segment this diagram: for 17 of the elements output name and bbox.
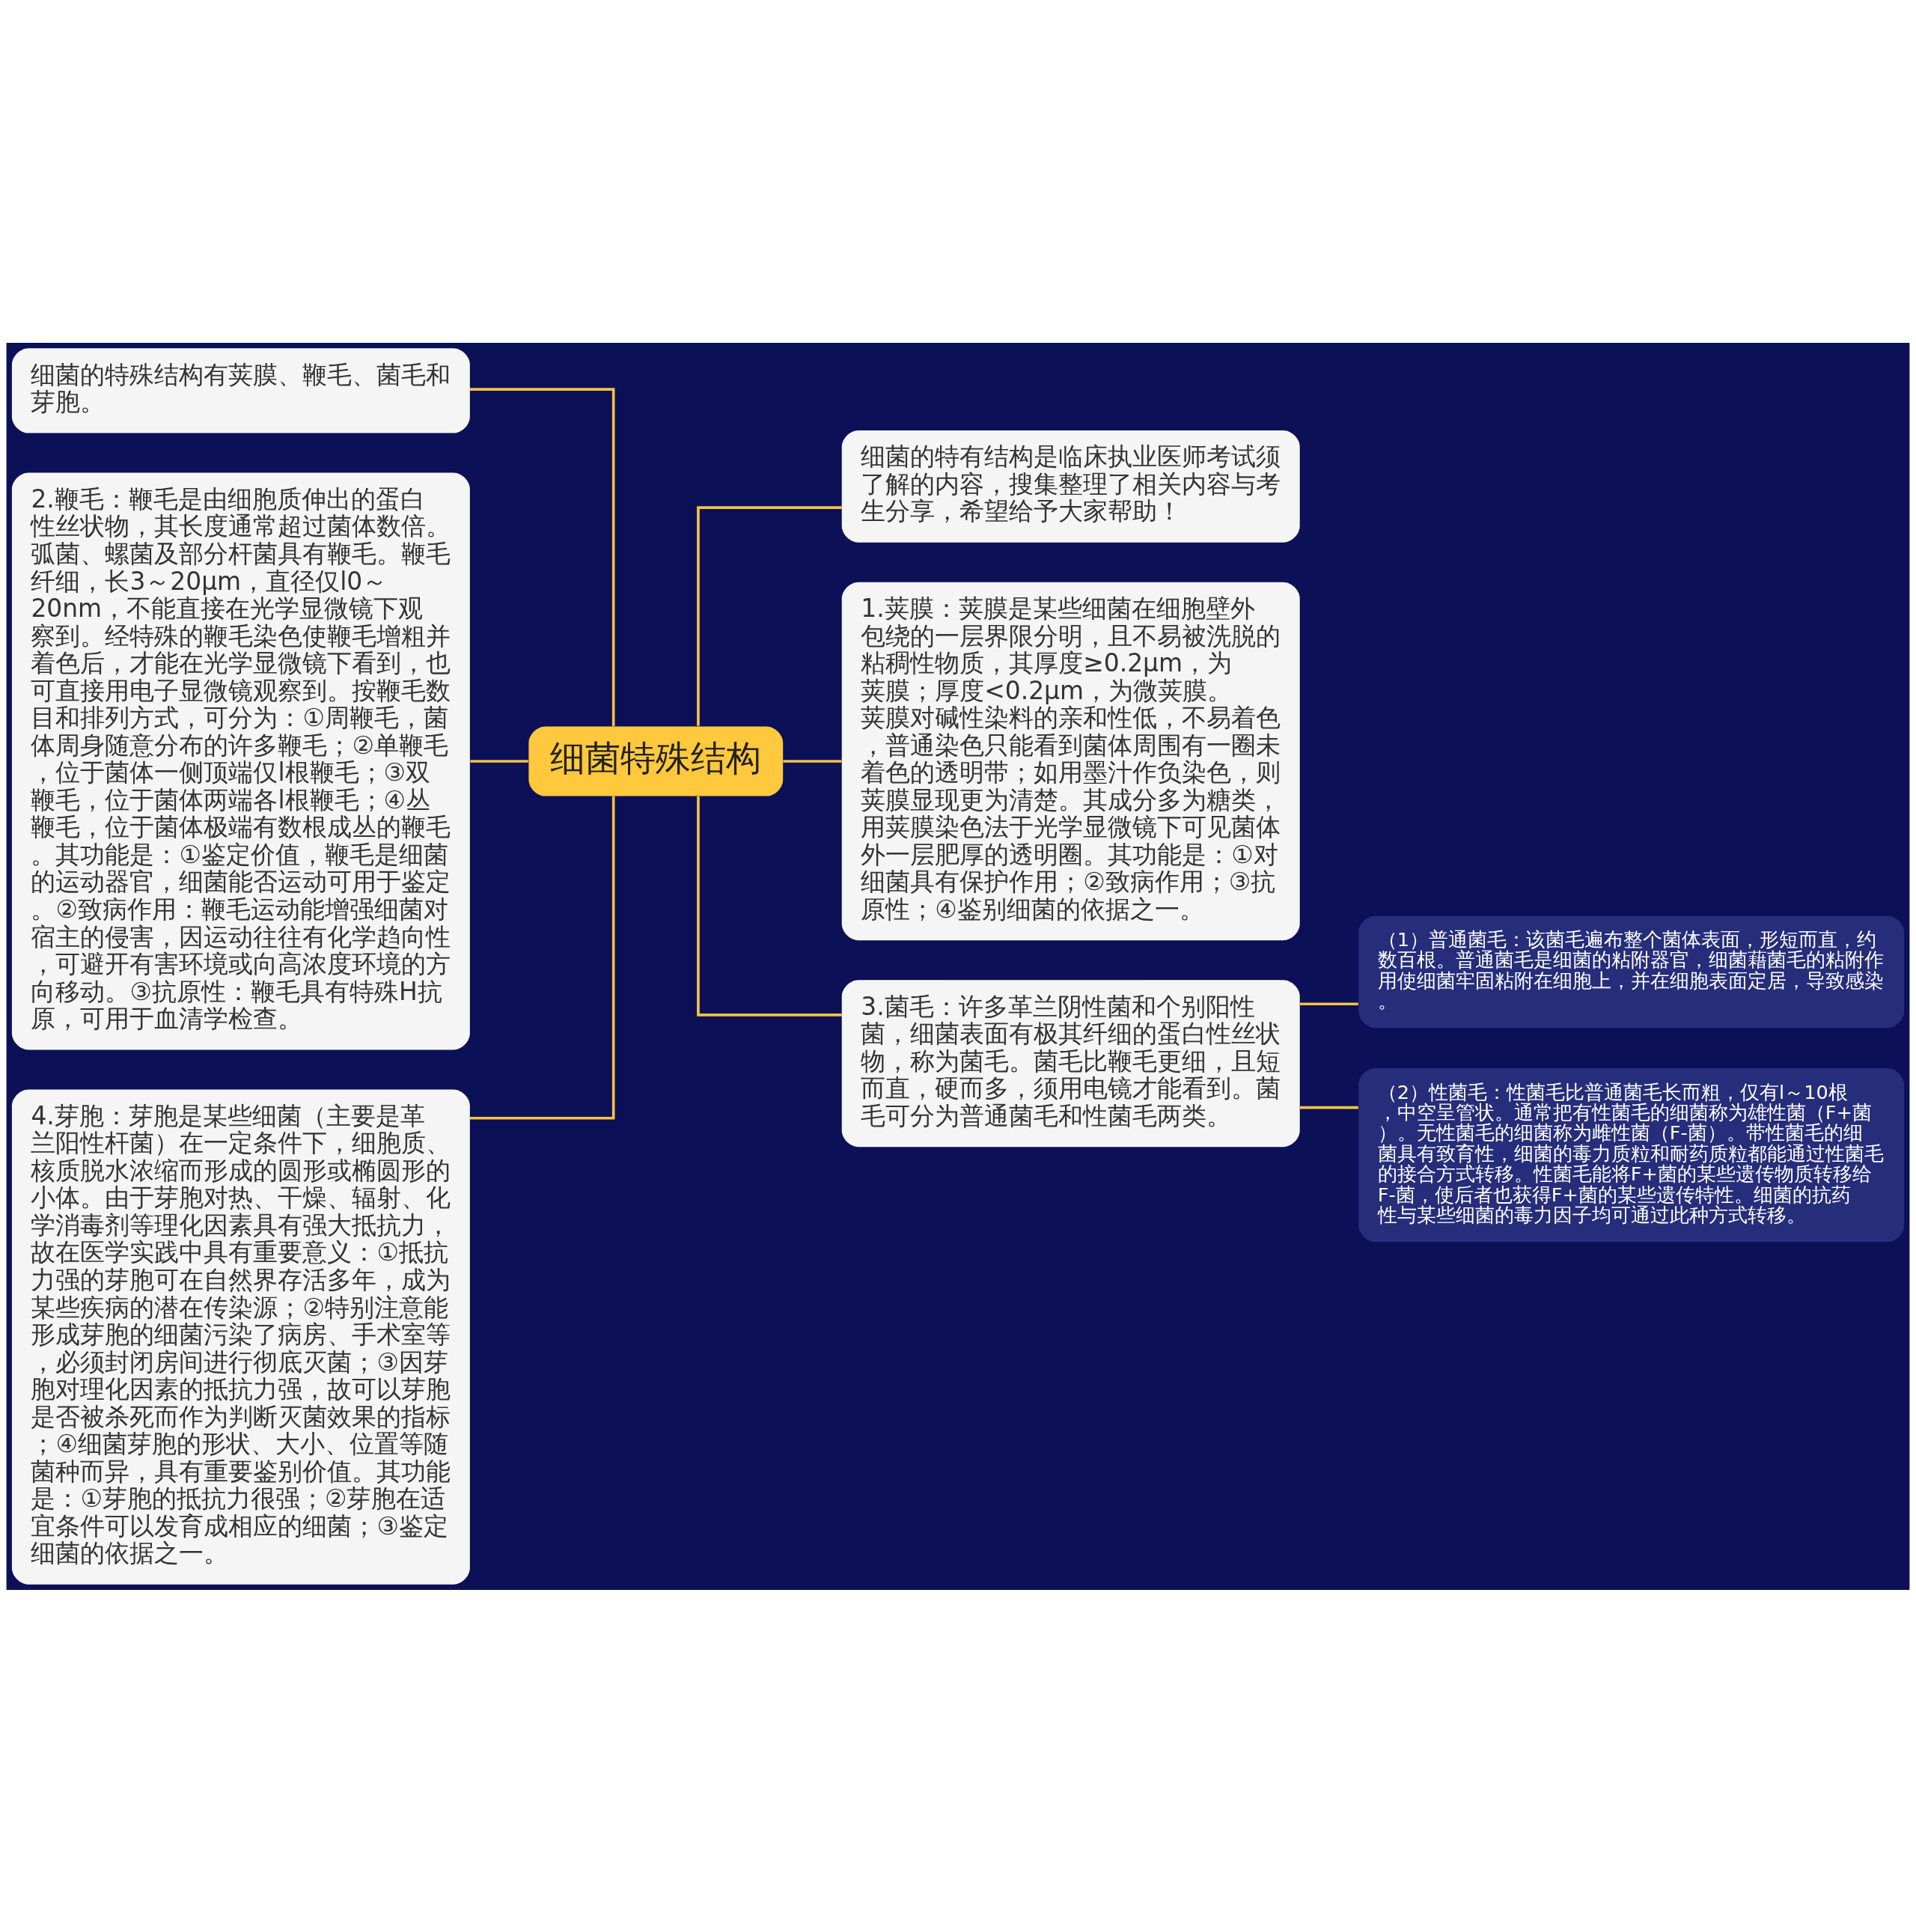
connector xyxy=(697,796,842,1017)
node-box: （2）性菌毛：性菌毛比普通菌毛长而粗，仅有l～10根，中空呈管状。通常把有性菌毛的细菌称为雄性菌（F+菌）。无性菌毛的细菌称为雌性菌（F-菌）。带性菌毛的细菌具有致育性，细菌的毒力质粒和耐药质粒都能通过性菌毛的接合方式转移。性菌毛能将F+菌的某些遗传物质转移给F-菌，使后者也获得F+菌的某些遗传特性。细菌的抗药性与某些细菌的毒力因子均可通过此种方式转移。 xyxy=(1358,1067,1905,1242)
connector xyxy=(1299,1002,1358,1005)
node-box: 2.鞭毛：鞭毛是由细胞质伸出的蛋白性丝状物，其长度通常超过菌体数倍。弧菌、螺菌及部分杆菌具有鞭毛。鞭毛纤细，长3～20μm，直径仅l0～20nm，不能直接在光学显微镜下观察到。经特殊的鞭毛染色使鞭毛增粗并着色后，才能在光学显微镜下看到，也可直接用电子显微镜观察到。按鞭毛数目和排列方式，可分为：①周鞭毛，菌体周身随意分布的许多鞭毛；②单鞭毛，位于菌体一侧顶端仅l根鞭毛；③双鞭毛，位于菌体两端各l根鞭毛；④丛鞭毛，位于菌体极端有数根成丛的鞭毛。其功能是：①鉴定价值，鞭毛是细菌的运动器官，细菌能否运动可用于鉴定。②致病作用：鞭毛运动能增强细菌对宿主的侵害，因运动往往有化学趋向性，可避开有害环境或向高浓度环境的方向移动。③抗原性：鞭毛具有特殊H抗原，可用于血清学检查。 xyxy=(11,472,470,1049)
node-box: 1.荚膜：荚膜是某些细菌在细胞壁外包绕的一层界限分明，且不易被洗脱的粘稠性物质，其厚度≥0.2μm，为荚膜；厚度<0.2μm，为微荚膜。荚膜对碱性染料的亲和性低，不易着色，普通染色只能看到菌体周围有一圈未着色的透明带；如用墨汁作负染色，则荚膜显现更为清楚。其成分多为糖类，用荚膜染色法于光学显微镜下可见菌体外一层肥厚的透明圈。其功能是：①对细菌具有保护作用；②致病作用；③抗原性；④鉴别细菌的依据之一。 xyxy=(841,582,1300,940)
connector xyxy=(697,505,842,726)
connector xyxy=(469,387,615,726)
node-box: 细菌的特有结构是临床执业医师考试须了解的内容，搜集整理了相关内容与考生分享，希望给予大家帮助！ xyxy=(841,430,1300,543)
node-box: 细菌特殊结构 xyxy=(528,725,784,796)
connector xyxy=(469,796,615,1120)
node-box: 4.芽胞：芽胞是某些细菌（主要是革兰阳性杆菌）在一定条件下，细胞质、核质脱水浓缩而形成的圆形或椭圆形的小体。由于芽胞对热、干燥、辐射、化学消毒剂等理化因素具有强大抵抗力，故在医学实践中具有重要意义：①抵抗力强的芽胞可在自然界存活多年，成为某些疾病的潜在传染源；②特别注意能形成芽胞的细菌污染了病房、手术室等，必须封闭房间进行彻底灭菌；③因芽胞对理化因素的抵抗力强，故可以芽胞是否被杀死而作为判断灭菌效果的指标；④细菌芽胞的形状、大小、位置等随菌种而异，具有重要鉴别价值。其功能是：①芽胞的抵抗力很强；②芽胞在适宜条件可以发育成相应的细菌；③鉴定细菌的依据之一。 xyxy=(11,1088,470,1585)
node-box: 细菌的特殊结构有荚膜、鞭毛、菌毛和芽胞。 xyxy=(11,347,470,433)
node-box: （1）普通菌毛：该菌毛遍布整个菌体表面，形短而直，约数百根。普通菌毛是细菌的粘附器官，细菌藉菌毛的粘附作用使细菌牢固粘附在细胞上，并在细胞表面定居，导致感染。 xyxy=(1358,915,1905,1028)
node-box: 3.菌毛：许多革兰阴性菌和个别阳性菌，细菌表面有极其纤细的蛋白性丝状物，称为菌毛。菌毛比鞭毛更细，且短而直，硬而多，须用电镜才能看到。菌毛可分为普通菌毛和性菌毛两类。 xyxy=(841,979,1300,1147)
connector xyxy=(783,759,842,763)
connector xyxy=(470,759,528,763)
connector xyxy=(1299,1106,1358,1109)
